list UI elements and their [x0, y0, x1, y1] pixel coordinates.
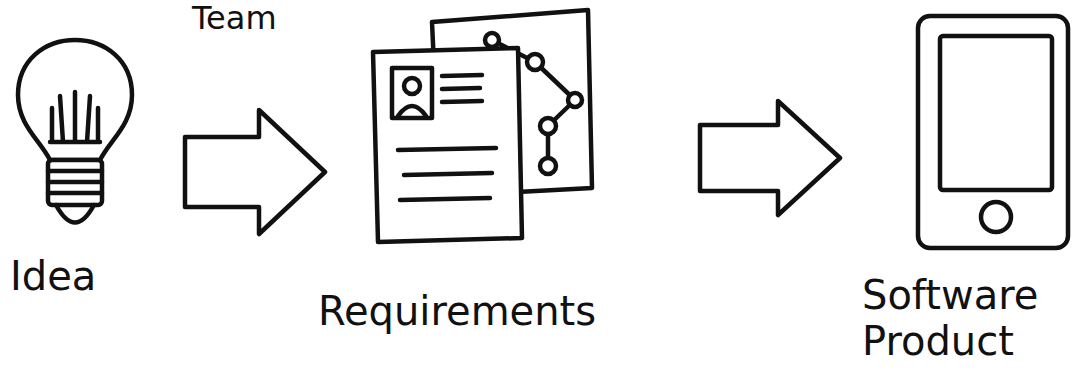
requirements-documents-icon	[373, 10, 592, 242]
requirements-node: Requirements	[370, 10, 595, 245]
product-node: Software Product	[915, 15, 1072, 250]
lightbulb-icon	[18, 40, 132, 223]
tablet-device-icon	[918, 16, 1068, 248]
node-label: Software Product	[862, 272, 1067, 364]
node-label: Idea	[10, 253, 96, 299]
block-arrow	[185, 110, 325, 234]
block-arrow	[700, 101, 840, 215]
node-label: Requirements	[318, 288, 596, 334]
free-label: Team	[192, 1, 277, 36]
idea-node: Idea	[15, 38, 140, 235]
